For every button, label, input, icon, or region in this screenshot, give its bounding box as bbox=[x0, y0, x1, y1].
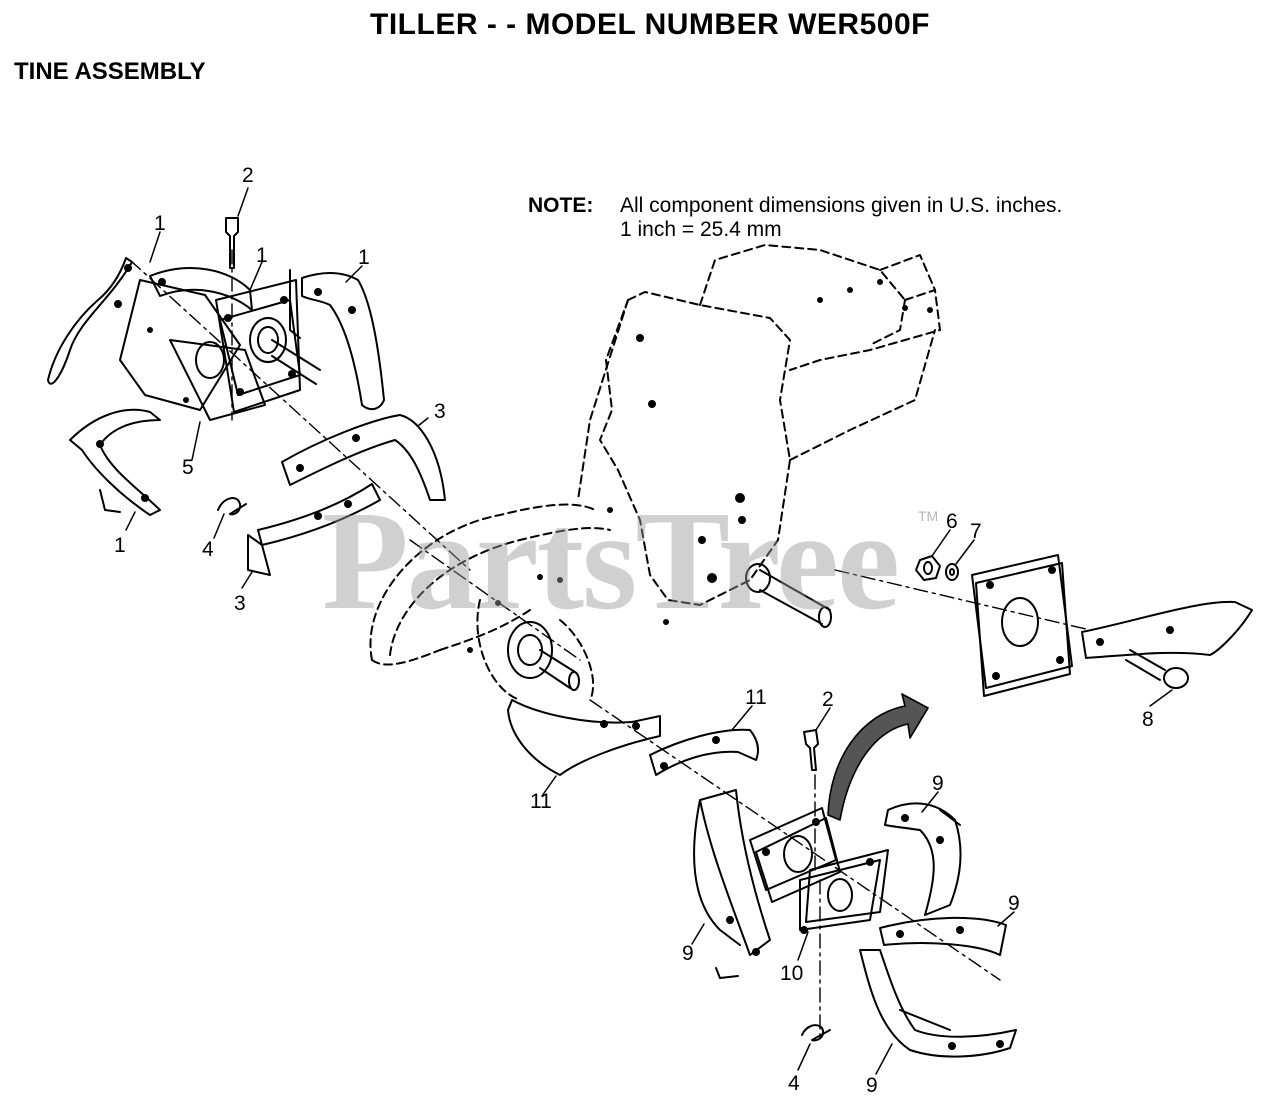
hair-pin-clip-upper bbox=[217, 497, 247, 516]
callout-11-b: 11 bbox=[745, 686, 767, 709]
watermark-trademark: TM bbox=[918, 508, 939, 524]
callout-7: 7 bbox=[970, 520, 982, 543]
left-tine-bolts bbox=[147, 296, 296, 403]
callout-1-a: 1 bbox=[154, 212, 166, 235]
note-line-2: 1 inch = 25.4 mm bbox=[620, 218, 782, 241]
tine-9-left bbox=[693, 789, 771, 979]
callout-9-b: 9 bbox=[1008, 892, 1020, 915]
callout-1-c: 1 bbox=[358, 246, 370, 269]
hitch-pin-lower bbox=[803, 729, 819, 771]
tine-3-lower bbox=[247, 483, 381, 576]
hitch-pin-upper bbox=[225, 217, 239, 269]
tine-9-lower-right bbox=[859, 949, 1017, 1058]
tine-9-middle-right bbox=[879, 916, 1007, 956]
callout-4-b: 4 bbox=[788, 1072, 800, 1095]
tine-right-blade bbox=[1081, 600, 1253, 659]
callout-1-b: 1 bbox=[256, 244, 268, 267]
left-tine-hub bbox=[119, 279, 321, 421]
tine-1-upper-left bbox=[47, 257, 133, 385]
tine-3-upper bbox=[281, 414, 446, 501]
callout-10: 10 bbox=[780, 962, 803, 985]
callout-9-c: 9 bbox=[682, 942, 694, 965]
callout-2-b: 2 bbox=[822, 688, 834, 711]
callout-6: 6 bbox=[946, 510, 958, 533]
tine-shaft bbox=[507, 563, 832, 691]
lower-tine-hub bbox=[749, 807, 889, 934]
callout-1-d: 1 bbox=[114, 534, 126, 557]
housing-bolts bbox=[467, 279, 933, 653]
callout-5: 5 bbox=[182, 456, 194, 479]
tine-11-right bbox=[649, 728, 759, 776]
dimension-note: NOTE: All component dimensions given in U… bbox=[528, 194, 1062, 242]
section-title: TINE ASSEMBLY bbox=[14, 58, 206, 85]
callout-8: 8 bbox=[1142, 708, 1154, 731]
tine-11-left bbox=[507, 699, 661, 776]
partstree-watermark: PartsTree bbox=[322, 481, 900, 639]
callout-9-d: 9 bbox=[866, 1074, 878, 1097]
bolt-8 bbox=[1125, 649, 1189, 689]
callout-2-a: 2 bbox=[242, 164, 254, 187]
tine-9-upper-right bbox=[884, 802, 962, 916]
callout-3-a: 3 bbox=[434, 400, 446, 423]
mounting-plate-right bbox=[971, 554, 1073, 697]
callout-11-a: 11 bbox=[530, 790, 552, 813]
callout-9-a: 9 bbox=[932, 772, 944, 795]
tiller-transmission-housing bbox=[577, 244, 941, 606]
callout-leaders bbox=[125, 187, 1173, 1075]
tiller-tine-shield bbox=[369, 503, 611, 701]
note-label: NOTE: bbox=[528, 194, 594, 217]
center-lines bbox=[129, 249, 1091, 1041]
callout-3-b: 3 bbox=[234, 592, 246, 615]
tine-1-upper-middle bbox=[149, 267, 253, 311]
lock-washer-7 bbox=[945, 563, 959, 581]
tine-1-lower-left bbox=[69, 408, 161, 516]
tine-1-upper-right bbox=[289, 269, 385, 411]
callout-4-a: 4 bbox=[202, 538, 214, 561]
rotation-arrow bbox=[827, 693, 929, 821]
callout-labels: 1 1 1 1 2 3 3 4 5 6 7 8 11 11 2 9 9 9 10… bbox=[114, 164, 1154, 1097]
note-line-1: All component dimensions given in U.S. i… bbox=[620, 194, 1063, 217]
page-title: TILLER - - MODEL NUMBER WER500F bbox=[370, 8, 930, 41]
hex-nut-6 bbox=[915, 555, 941, 581]
hair-pin-clip-lower bbox=[801, 1024, 831, 1042]
